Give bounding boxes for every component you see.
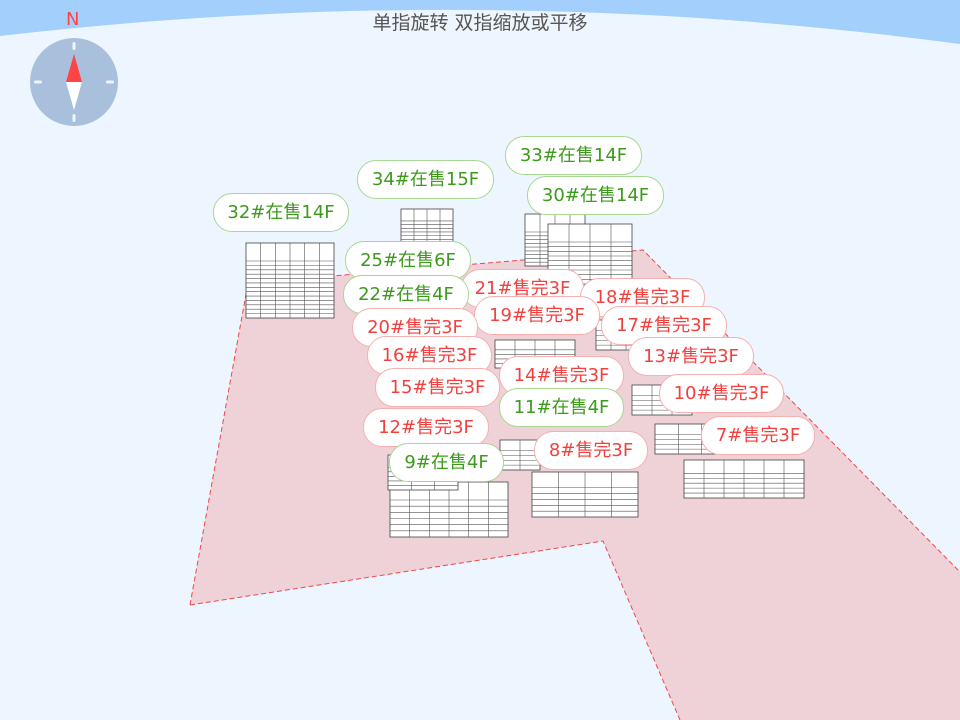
building-label-7[interactable]: 7#售完3F [701,416,815,455]
site-boundary [189,249,960,606]
building-label-10[interactable]: 10#售完3F [659,374,784,413]
building-model[interactable] [499,439,541,471]
site-boundary-south [189,540,681,720]
building-label-25[interactable]: 25#在售6F [345,241,471,280]
compass-north-label: N [66,9,80,30]
building-label-13[interactable]: 13#售完3F [628,337,754,376]
building-label-22[interactable]: 22#在售4F [343,275,469,314]
building-label-15[interactable]: 15#售完3F [375,368,500,407]
building-model[interactable] [245,242,335,319]
building-model[interactable] [531,471,639,518]
building-model[interactable] [389,481,509,538]
building-model[interactable] [683,459,805,499]
compass-icon[interactable] [30,38,118,126]
building-label-11[interactable]: 11#在售4F [499,388,624,427]
building-label-32[interactable]: 32#在售14F [213,193,349,232]
building-model[interactable] [400,208,454,244]
gesture-hint: 单指旋转 双指缩放或平移 [372,12,588,34]
building-label-34[interactable]: 34#在售15F [357,160,494,199]
building-label-19[interactable]: 19#售完3F [474,296,600,335]
building-label-30[interactable]: 30#在售14F [527,176,664,215]
building-label-33[interactable]: 33#在售14F [505,136,642,175]
building-label-8[interactable]: 8#售完3F [534,431,648,470]
building-label-12[interactable]: 12#售完3F [363,408,489,447]
building-label-9[interactable]: 9#在售4F [389,443,504,482]
